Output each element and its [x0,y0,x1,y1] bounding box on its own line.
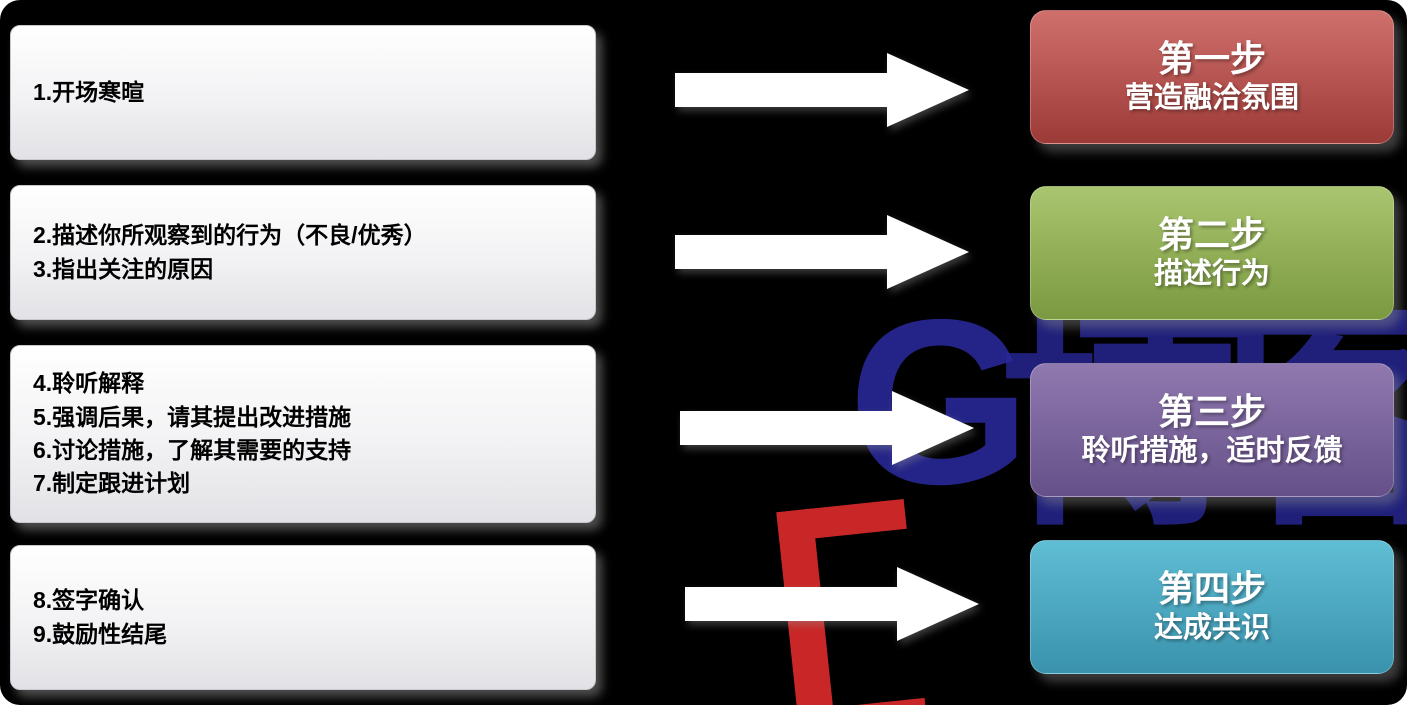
arrow-right-icon [685,567,979,641]
arrow-right-icon [675,53,969,127]
step-title: 第二步 [1157,214,1266,256]
arrow-shaft [675,235,887,269]
arrow-head [892,391,974,465]
step-box-2: 第二步 描述行为 [1030,186,1394,320]
left-box-line: 6.讨论措施，了解其需要的支持 [33,437,352,463]
arrow-head [887,53,969,127]
left-box-step-4: 8.签字确认 9.鼓励性结尾 [10,545,596,690]
left-box-line: 2.描述你所观察到的行为（不良/优秀） [33,222,427,249]
left-box-line: 3.指出关注的原因 [33,255,214,282]
left-box-line: 5.强调后果，请其提出改进措施 [33,403,352,430]
left-box-step-3: 4.聆听解释 5.强调后果，请其提出改进措施 6.讨论措施，了解其需要的支持 7… [10,345,596,523]
arrow-right-icon [675,215,969,289]
step-box-1: 第一步 营造融洽氛围 [1030,10,1394,144]
left-box-line: 4.聆听解释 [33,370,145,397]
step-subtitle: 聆听措施，适时反馈 [1081,435,1343,468]
left-box-line: 1.开场寒暄 [33,78,145,105]
step-subtitle: 描述行为 [1153,258,1270,291]
step-box-4: 第四步 达成共识 [1030,540,1394,674]
left-box-line: 9.鼓励性结尾 [33,620,168,647]
step-subtitle: 营造融洽氛围 [1124,82,1299,115]
arrow-right-icon [680,391,974,465]
left-box-step-1: 1.开场寒暄 [10,25,596,160]
step-title: 第一步 [1157,38,1266,80]
step-box-3: 第三步 聆听措施，适时反馈 [1030,363,1394,497]
left-box-step-2: 2.描述你所观察到的行为（不良/优秀） 3.指出关注的原因 [10,185,596,320]
arrow-head [887,215,969,289]
step-title: 第三步 [1157,391,1266,433]
arrow-shaft [675,73,887,107]
arrow-shaft [685,587,897,621]
arrow-shaft [680,411,892,445]
arrow-head [897,567,979,641]
left-box-line: 8.签字确认 [33,587,145,614]
step-subtitle: 达成共识 [1153,612,1270,645]
left-box-line: 7.制定跟进计划 [33,470,191,497]
step-title: 第四步 [1157,568,1266,610]
